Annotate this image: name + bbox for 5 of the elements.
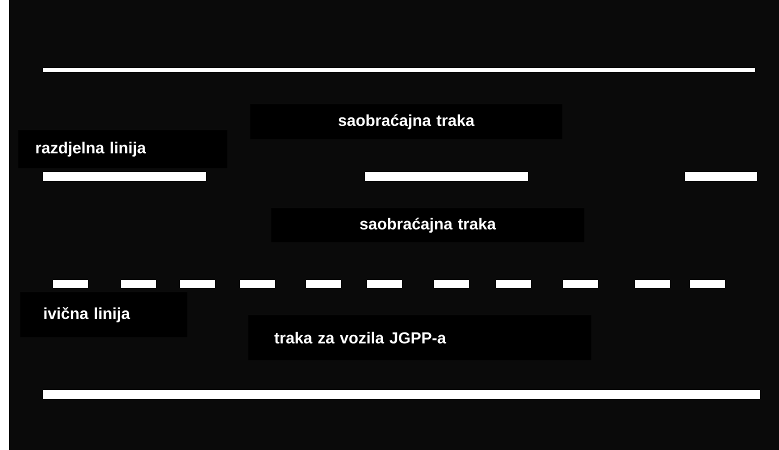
label-box: saobraćajna traka <box>250 104 562 140</box>
label-box: saobraćajna traka <box>271 208 584 242</box>
label-box: traka za vozila JGPP-a <box>248 315 592 360</box>
label-box: ivična linija <box>20 292 188 338</box>
label-box: razdjelna linija <box>18 130 228 168</box>
